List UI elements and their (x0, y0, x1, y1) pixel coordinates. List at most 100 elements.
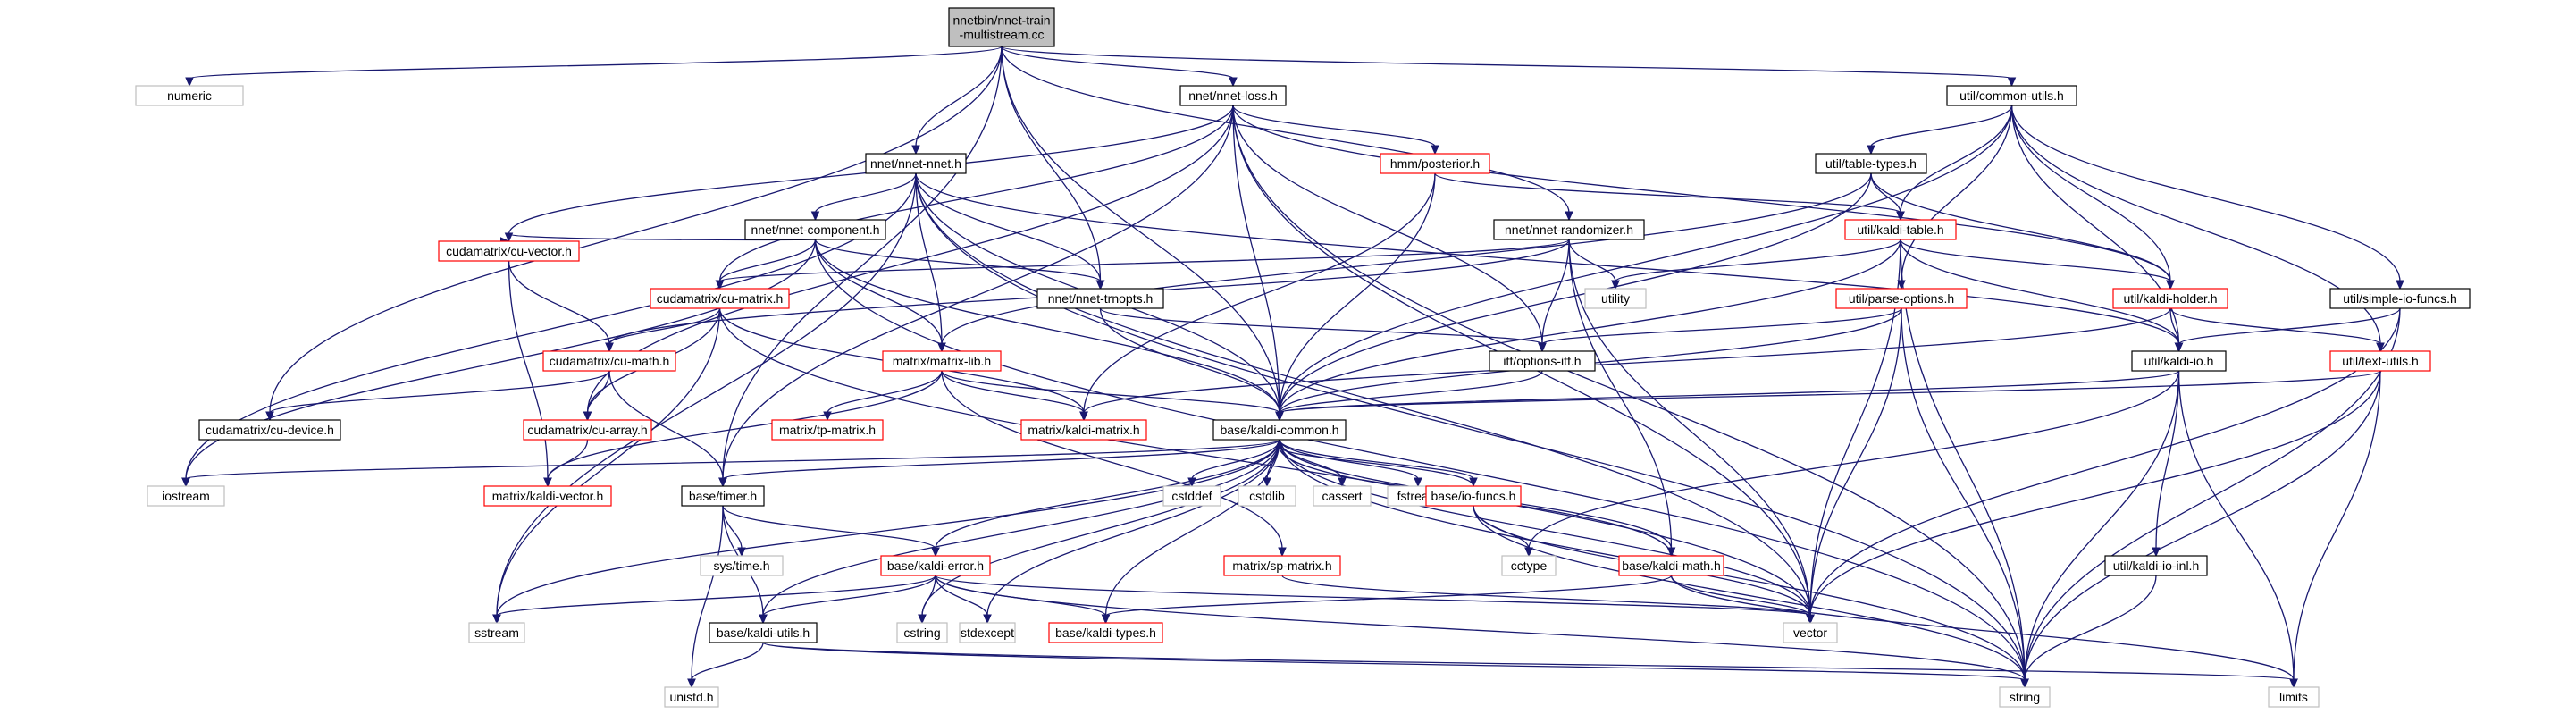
edge-root-to-commonutils (1001, 46, 2017, 88)
node-textutils[interactable]: util/text-utils.h (2329, 350, 2431, 372)
edge-kaldiio-to-kaldicommon (1275, 370, 2180, 422)
node-kaldimatrix[interactable]: matrix/kaldi-matrix.h (1020, 419, 1147, 441)
node-box (948, 7, 1055, 47)
node-simpleio[interactable]: util/simple-io-funcs.h (2329, 288, 2471, 309)
edge-commonutils-to-kaldiholder (2010, 105, 2175, 290)
node-matrixlib[interactable]: matrix/matrix-lib.h (882, 350, 1002, 372)
edge-trnopts-to-kaldicommon (1099, 307, 1284, 422)
node-cumatrix[interactable]: cudamatrix/cu-matrix.h (650, 288, 790, 309)
node-box (1501, 555, 1557, 576)
node-kalditable[interactable]: util/kaldi-table.h (1844, 219, 1957, 240)
node-utility: utility (1584, 288, 1647, 309)
node-label: base/kaldi-error.h (887, 559, 984, 573)
node-label: iostream (162, 489, 210, 503)
node-cassert: cassert (1313, 485, 1372, 507)
node-kaldierror[interactable]: base/kaldi-error.h (880, 555, 991, 576)
edge-kaldiutils-to-limits (762, 642, 2298, 689)
node-cudevice[interactable]: cudamatrix/cu-device.h (198, 419, 341, 441)
node-tabletypes[interactable]: util/table-types.h (1815, 153, 1927, 174)
node-kaldimath[interactable]: base/kaldi-math.h (1618, 555, 1724, 576)
node-label: nnet/nnet-randomizer.h (1505, 223, 1633, 237)
node-box (1380, 153, 1490, 174)
node-tpmatrix[interactable]: matrix/tp-matrix.h (771, 419, 884, 441)
edge-kaldierror-to-kalditypes (935, 575, 1111, 625)
edge-tabletypes-to-kalditable (1870, 172, 1905, 222)
node-label: util/table-types.h (1825, 156, 1917, 171)
node-commonutils[interactable]: util/common-utils.h (1946, 85, 2077, 106)
node-label: limits (2279, 690, 2308, 704)
node-box (2112, 288, 2228, 309)
node-iostream: iostream (147, 485, 225, 507)
edge-kaldierror-to-stdexcept (935, 575, 992, 625)
node-nnetloss[interactable]: nnet/nnet-loss.h (1179, 85, 1287, 106)
node-kalditypes[interactable]: base/kaldi-types.h (1048, 622, 1163, 643)
node-kaldiutils[interactable]: base/kaldi-utils.h (709, 622, 818, 643)
node-box (147, 485, 225, 507)
node-label: matrix/matrix-lib.h (893, 354, 991, 368)
node-box (2329, 350, 2431, 372)
node-box (664, 686, 719, 708)
edge-kaldierror-to-sstream (492, 575, 936, 625)
node-box (1020, 419, 1147, 441)
node-kaldiioinl[interactable]: util/kaldi-io-inl.h (2104, 555, 2208, 576)
node-label: nnet/nnet-loss.h (1188, 88, 1278, 103)
node-box (438, 240, 580, 262)
node-label: matrix/sp-matrix.h (1232, 559, 1331, 573)
node-timer[interactable]: base/timer.h (681, 485, 765, 507)
node-box (1584, 288, 1647, 309)
node-box (681, 485, 765, 507)
node-box (2268, 686, 2320, 708)
node-cuarray[interactable]: cudamatrix/cu-array.h (523, 419, 652, 441)
node-cuvector[interactable]: cudamatrix/cu-vector.h (438, 240, 580, 262)
node-root[interactable]: nnetbin/nnet-train-multistream.cc (948, 7, 1055, 47)
node-stdexcept: stdexcept (959, 622, 1016, 643)
edge-kaldiutils-to-unistd (687, 642, 764, 689)
edge-simpleio-to-kaldiio (2174, 307, 2401, 353)
edge-root-to-nnetloss (1001, 46, 1238, 88)
node-label: nnetbin/nnet-train (953, 13, 1051, 28)
node-kaldiholder[interactable]: util/kaldi-holder.h (2112, 288, 2228, 309)
edge-kaldicommon-to-cassert (1279, 439, 1347, 488)
node-label: base/kaldi-math.h (1622, 559, 1721, 573)
edge-nnetloss-to-posterior (1232, 105, 1439, 155)
node-cstdlib: cstdlib (1238, 485, 1296, 507)
node-label: base/io-funcs.h (1431, 489, 1516, 503)
node-cctype: cctype (1501, 555, 1557, 576)
node-label: util/kaldi-table.h (1857, 223, 1943, 237)
node-cumath[interactable]: cudamatrix/cu-math.h (542, 350, 676, 372)
edge-layer (181, 46, 2404, 689)
node-box (2104, 555, 2208, 576)
edge-textutils-to-limits (2289, 370, 2381, 689)
edge-kaldiio-to-limits (2177, 370, 2298, 689)
node-parseoptions[interactable]: util/parse-options.h (1835, 288, 1968, 309)
node-optionsitf[interactable]: itf/options-itf.h (1489, 350, 1596, 372)
edge-randomizer-to-cumatrix (715, 239, 1570, 290)
node-nnetcomponent[interactable]: nnet/nnet-component.h (744, 219, 886, 240)
node-iofuncs[interactable]: base/io-funcs.h (1425, 485, 1522, 507)
edge-root-to-randomizer (1001, 46, 1573, 222)
node-posterior[interactable]: hmm/posterior.h (1380, 153, 1490, 174)
node-label: matrix/kaldi-matrix.h (1028, 423, 1139, 437)
node-label: cudamatrix/cu-math.h (550, 354, 670, 368)
edge-timer-to-systime (722, 505, 746, 558)
node-label: nnet/nnet-nnet.h (870, 156, 961, 171)
node-sstream: sstream (468, 622, 525, 643)
edge-commonutils-to-tabletypes (1867, 105, 2013, 155)
node-box (1844, 219, 1957, 240)
node-nnetnnet[interactable]: nnet/nnet-nnet.h (865, 153, 967, 174)
node-trnopts[interactable]: nnet/nnet-trnopts.h (1036, 288, 1164, 309)
node-box (1946, 85, 2077, 106)
node-vector: vector (1783, 622, 1838, 643)
node-kaldiio[interactable]: util/kaldi-io.h (2131, 350, 2227, 372)
node-randomizer[interactable]: nnet/nnet-randomizer.h (1493, 219, 1645, 240)
edge-nnetnnet-to-trnopts (915, 172, 1105, 290)
node-label: util/text-utils.h (2342, 354, 2419, 368)
node-box (523, 419, 652, 441)
node-kaldivector[interactable]: matrix/kaldi-vector.h (483, 485, 612, 507)
node-label: cstddef (1171, 489, 1212, 503)
node-label: base/kaldi-common.h (1220, 423, 1338, 437)
node-label: sys/time.h (713, 559, 769, 573)
node-spmatrix[interactable]: matrix/sp-matrix.h (1223, 555, 1341, 576)
node-kaldicommon[interactable]: base/kaldi-common.h (1212, 419, 1347, 441)
node-box (542, 350, 676, 372)
